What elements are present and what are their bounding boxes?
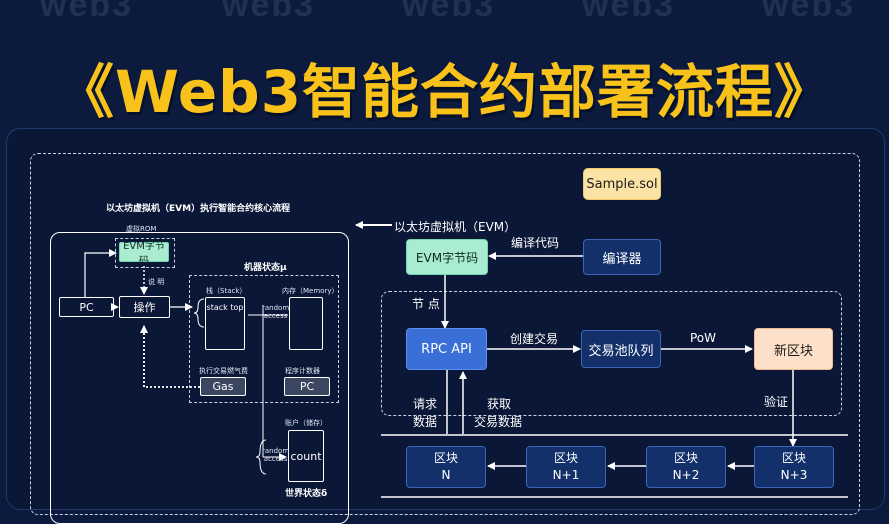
watermark: web3	[762, 0, 856, 24]
evm-label: 以太坊虚拟机（EVM）	[394, 220, 517, 234]
storage-brace	[255, 439, 267, 475]
rpc-api-box: RPC API	[406, 328, 487, 370]
stack-brace	[193, 298, 205, 328]
block-index: N+1	[552, 468, 580, 482]
evm-detail-heading: 以太坊虚拟机（EVM）执行智能合约核心流程	[106, 204, 291, 214]
stack-box: stack top	[205, 297, 245, 350]
compiler-box: 编译器	[583, 239, 661, 275]
random-access-word: random	[262, 447, 290, 455]
block-n: 区块 N	[406, 446, 486, 488]
machine-state-frame	[189, 275, 339, 403]
gas-label: 执行交易燃气费	[199, 367, 248, 375]
fetch-data-label: 获取	[487, 397, 512, 411]
block-label: 区块	[433, 451, 458, 465]
block-label: 区块	[553, 451, 578, 465]
tx-pool-box: 交易池队列	[581, 330, 661, 368]
program-counter-label: 程序计数器	[285, 367, 320, 375]
watermark: web3	[402, 0, 496, 24]
account-storage-label: 账户（储存）	[285, 419, 327, 427]
program-counter-box: PC	[284, 377, 330, 396]
explain-label: 说 明	[148, 278, 165, 286]
virtual-rom-dashed	[115, 238, 175, 268]
gas-loop-arrow	[140, 325, 200, 388]
evm-bytecode-box: EVM字节码	[406, 239, 488, 275]
block-label: 区块	[673, 451, 698, 465]
memory-label: 内存（Memory）	[282, 287, 339, 295]
random-access-word: access	[263, 312, 288, 320]
watermark: web3	[222, 0, 316, 24]
create-tx-label: 创建交易	[510, 332, 559, 346]
block-n2: 区块 N+2	[646, 446, 726, 488]
node-label: 节 点	[412, 297, 440, 311]
random-access-word: random	[262, 304, 290, 312]
machine-state-label: 机器状态μ	[244, 263, 287, 273]
stack-label: 栈（Stack）	[206, 287, 247, 295]
compile-label: 编译代码	[511, 236, 560, 250]
request-data-label: 数据	[413, 415, 438, 429]
block-index: N+3	[780, 468, 808, 482]
pow-label: PoW	[690, 331, 717, 345]
connector-layer	[84, 221, 848, 498]
random-access-label: random access	[262, 447, 289, 463]
rom-bytecode-box: EVM字节码	[119, 241, 169, 267]
fetch-data-label: 交易数据	[474, 415, 523, 429]
world-state-label: 世界状态δ	[285, 489, 328, 499]
page-title: 《Web3智能合约部署流程》	[55, 58, 834, 126]
block-label: 区块	[781, 451, 806, 465]
watermark: web3	[582, 0, 676, 24]
verify-label: 验证	[764, 395, 789, 409]
sample-sol-box: Sample.sol	[583, 168, 661, 200]
request-data-label: 请求	[413, 397, 438, 411]
operation-box: 操作	[119, 296, 170, 318]
gas-box: Gas	[200, 377, 246, 396]
random-access-word: access	[263, 455, 288, 463]
node-dashed-frame	[381, 291, 842, 416]
block-index: N	[441, 468, 451, 482]
block-n1: 区块 N+1	[526, 446, 606, 488]
random-access-label: random access	[262, 304, 289, 320]
virtual-rom-label: 虚拟ROM	[126, 225, 157, 233]
memory-box	[289, 297, 323, 350]
new-block-box: 新区块	[754, 328, 833, 370]
watermark: web3	[40, 0, 134, 24]
block-index: N+2	[672, 468, 700, 482]
pc-box: PC	[59, 297, 114, 317]
count-box: count	[288, 430, 324, 482]
pc-to-rom-arrow	[84, 249, 117, 297]
block-n3: 区块 N+3	[754, 446, 834, 488]
